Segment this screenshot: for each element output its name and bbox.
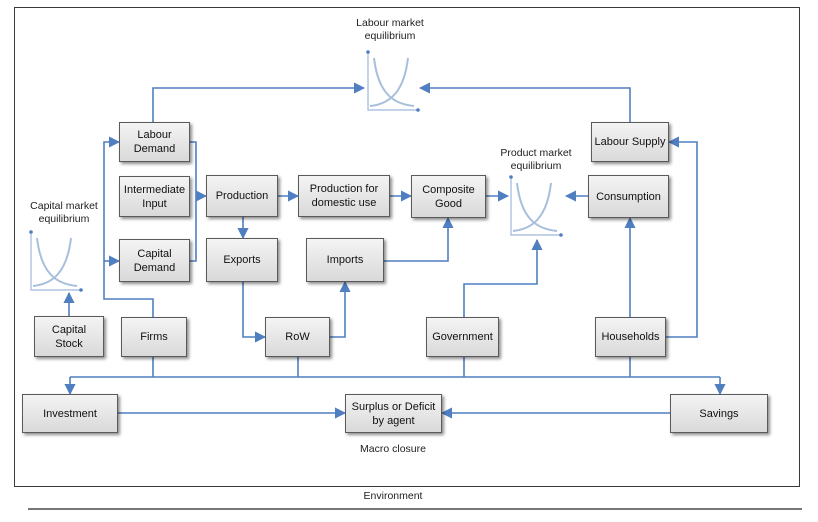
- consumption-text: Consumption: [596, 190, 661, 203]
- firms-box: Firms: [121, 317, 187, 357]
- composite-good-text: Composite Good: [422, 183, 475, 210]
- arrow-firms-to-labour-demand: [103, 136, 154, 317]
- households-box: Households: [595, 317, 666, 357]
- composite-good-box: Composite Good: [411, 175, 486, 218]
- savings-box: Savings: [670, 394, 768, 433]
- closure-bus: [70, 357, 720, 378]
- firms-text: Firms: [140, 331, 168, 343]
- production-domestic-box: Production for domestic use: [298, 175, 390, 217]
- product-market-label: Product market equilibrium: [492, 147, 580, 173]
- surplus-deficit-box: Surplus or Deficit by agent: [345, 394, 442, 433]
- investment-box: Investment: [22, 394, 118, 433]
- capital-demand-text: Capital Demand: [133, 247, 176, 274]
- labour-demand-text: Labour Demand: [133, 129, 176, 155]
- arrow-labour-supply-to-labour-market: [418, 82, 631, 122]
- capital-market-label: Capital market equilibrium: [22, 200, 106, 226]
- government-text: Government: [432, 331, 493, 343]
- environment-label: Environment: [343, 490, 443, 503]
- households-text: Households: [601, 331, 660, 343]
- exports-box: Exports: [206, 238, 278, 282]
- capital-stock-text: Capital Stock: [51, 323, 87, 350]
- investment-text: Investment: [43, 407, 97, 420]
- macro-closure-label: Macro closure: [343, 443, 443, 456]
- arrow-labour-demand-to-labour-market: [152, 82, 366, 122]
- product-market-graph: [509, 175, 563, 237]
- surplus-deficit-text: Surplus or Deficit by agent: [351, 400, 436, 427]
- arrow-imports-to-composite: [384, 216, 454, 262]
- consumption-box: Consumption: [588, 175, 669, 218]
- production-domestic-text: Production for domestic use: [309, 183, 379, 209]
- savings-text: Savings: [699, 407, 739, 420]
- capital-market-label-text: Capital market equilibrium: [30, 200, 98, 225]
- arrow-government-to-product-market: [463, 238, 543, 317]
- production-text: Production: [215, 190, 269, 202]
- macro-closure-label-text: Macro closure: [360, 443, 426, 455]
- labour-market-graph: [366, 50, 420, 112]
- production-box: Production: [206, 175, 278, 217]
- diagram-frame: [14, 7, 800, 487]
- labour-supply-text: Labour Supply: [594, 136, 666, 148]
- environment-label-text: Environment: [363, 490, 423, 502]
- exports-text: Exports: [223, 254, 261, 266]
- arrow-households-to-labour-supply: [666, 136, 698, 338]
- capital-stock-box: Capital Stock: [34, 316, 104, 357]
- labour-market-label: Labour market equilibrium: [344, 17, 436, 43]
- environment-divider: [28, 508, 802, 510]
- intermediate-input-box: Intermediate Input: [119, 176, 190, 217]
- imports-text: Imports: [326, 254, 364, 266]
- arrow-inputs-to-production: [190, 141, 206, 262]
- arrow-row-to-imports: [330, 280, 351, 338]
- government-box: Government: [426, 317, 499, 357]
- capital-demand-box: Capital Demand: [119, 239, 190, 282]
- arrow-exports-to-row: [242, 282, 267, 343]
- row-box: RoW: [265, 317, 330, 357]
- intermediate-input-text: Intermediate Input: [123, 183, 186, 210]
- capital-market-graph: [29, 230, 83, 292]
- imports-box: Imports: [306, 238, 384, 282]
- labour-supply-box: Labour Supply: [591, 122, 669, 162]
- product-market-label-text: Product market equilibrium: [500, 147, 572, 172]
- row-text: RoW: [285, 331, 310, 343]
- labour-market-label-text: Labour market equilibrium: [356, 17, 424, 42]
- labour-demand-box: Labour Demand: [119, 122, 190, 162]
